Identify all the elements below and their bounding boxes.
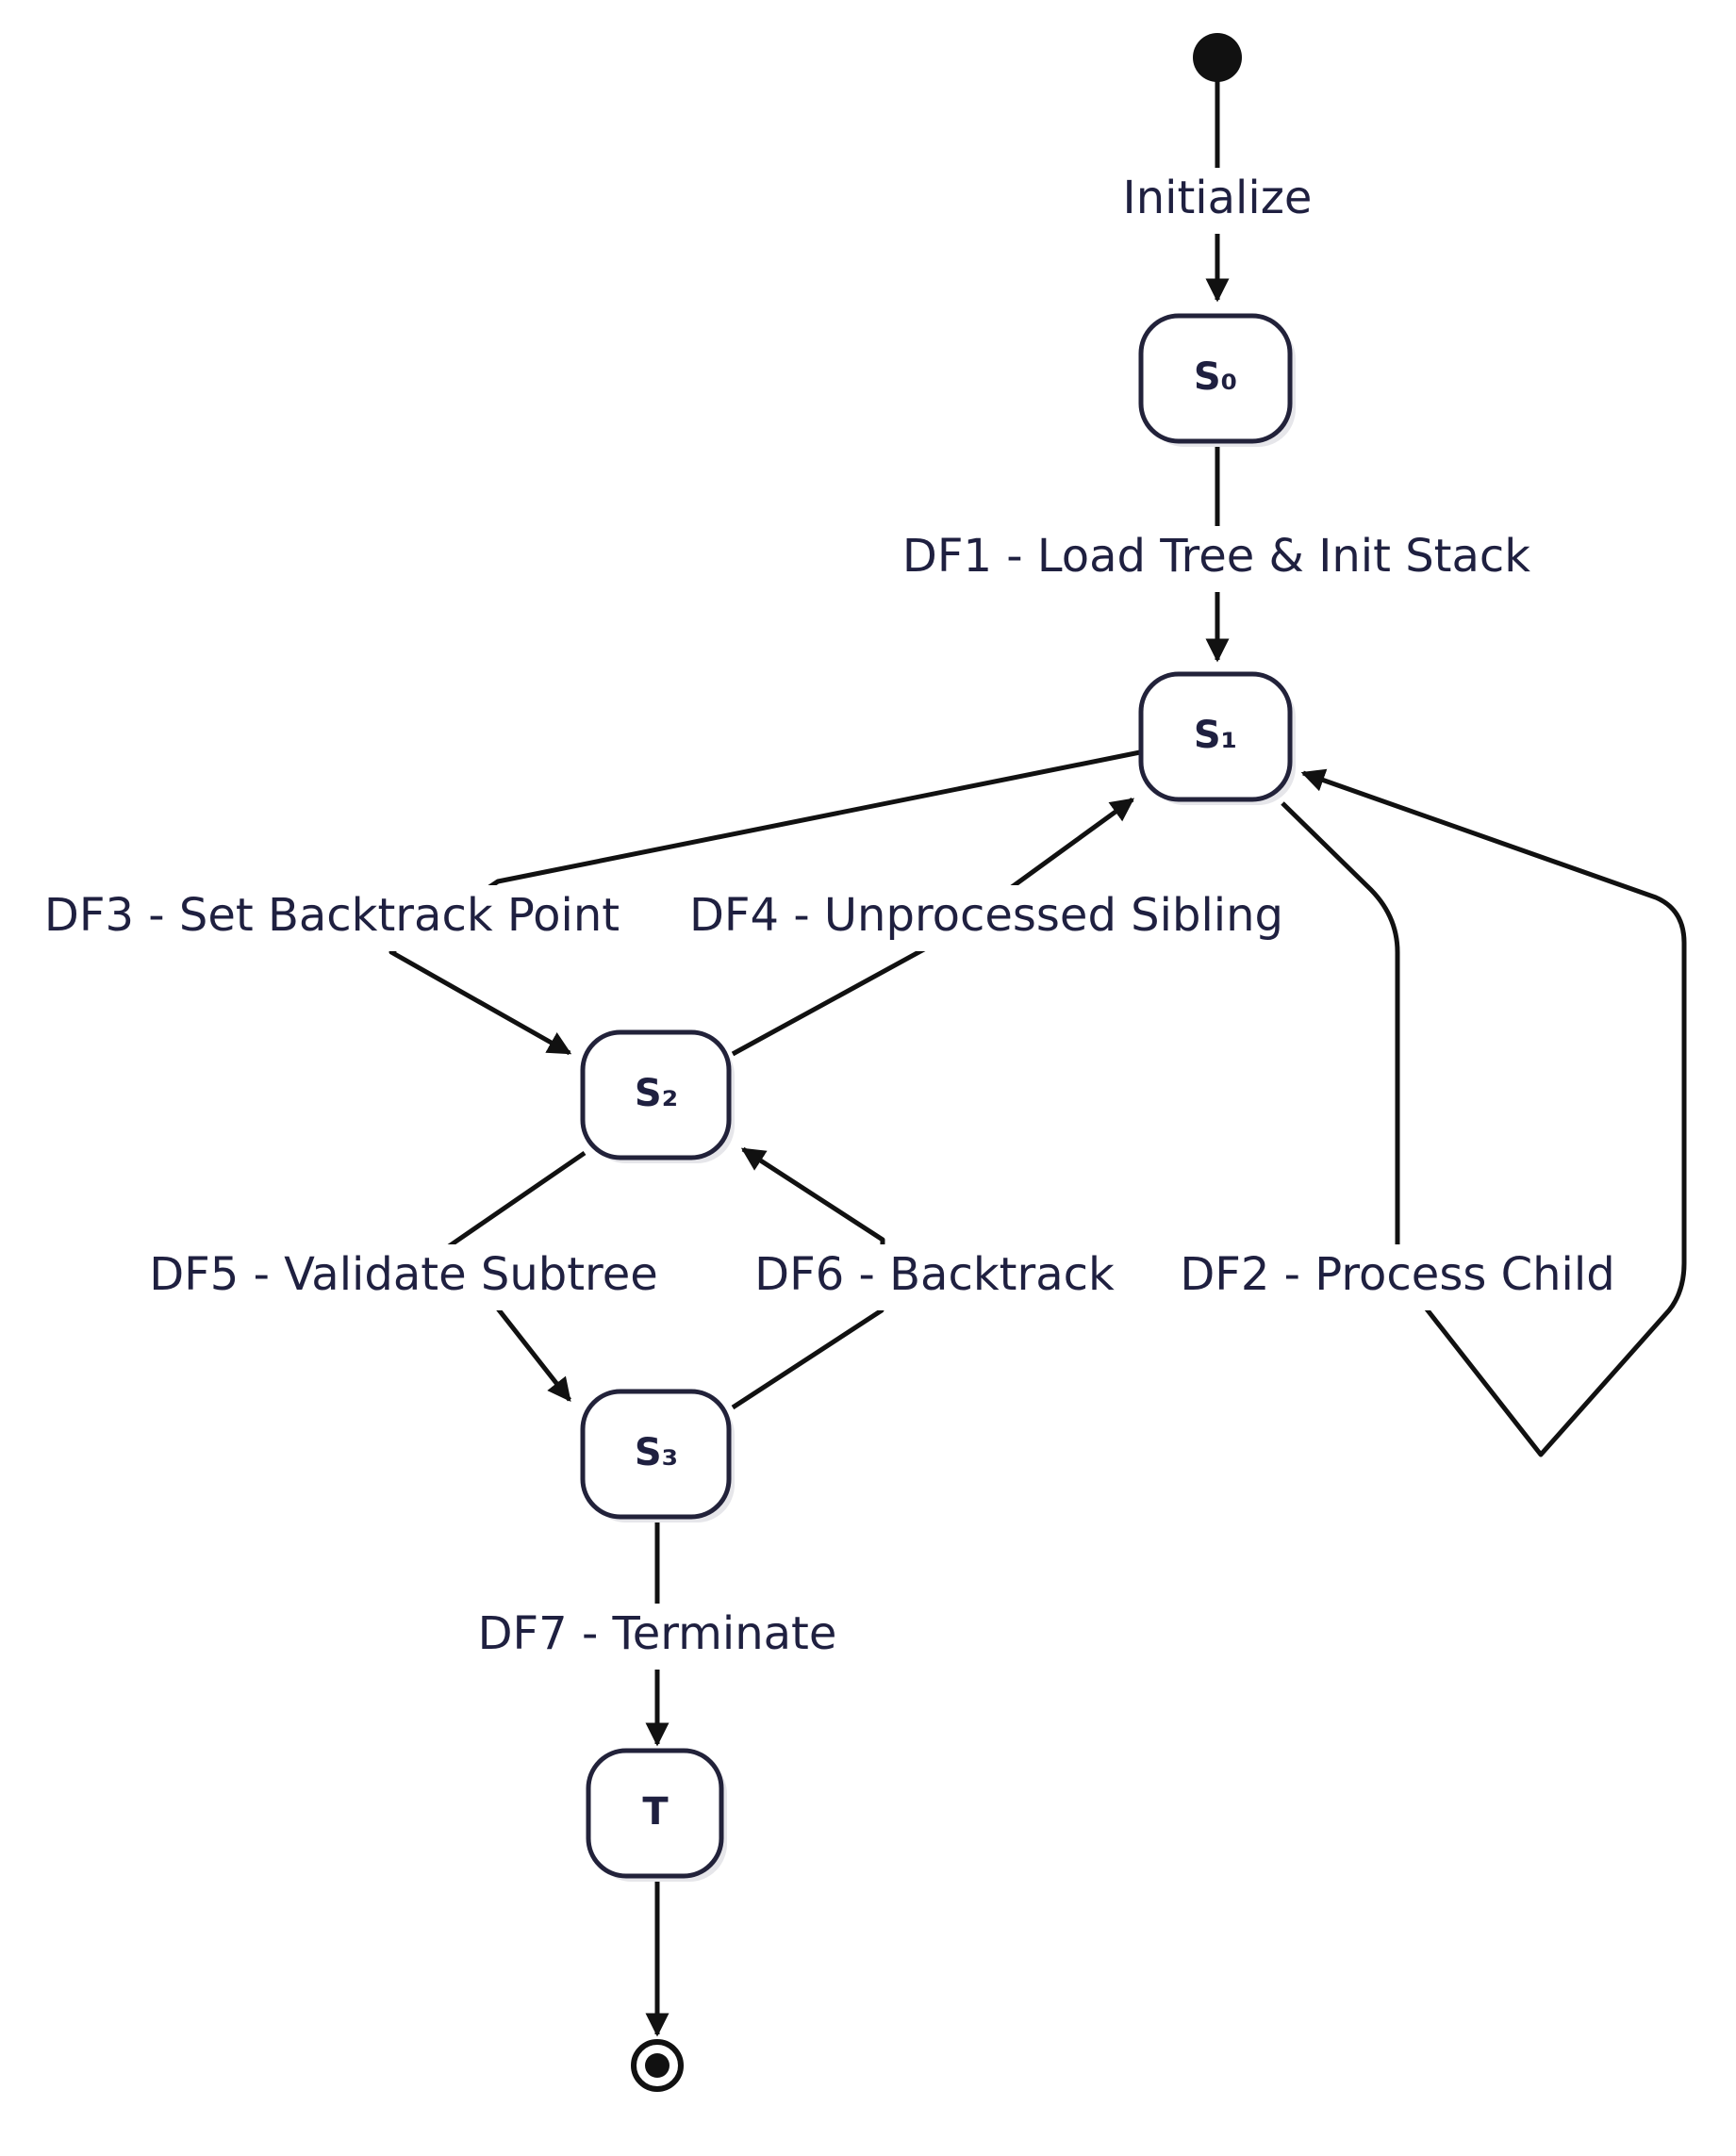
state-label-s2: S₂ bbox=[635, 1072, 678, 1115]
state-label-s0: S₀ bbox=[1194, 355, 1237, 399]
edge-labels: Initialize DF1 - Load Tree & Init Stack … bbox=[36, 168, 1618, 1670]
edge-label-df4: DF4 - Unprocessed Sibling bbox=[689, 889, 1283, 942]
state-node-s3: S₃ bbox=[580, 1389, 735, 1522]
edge-label-df7: DF7 - Terminate bbox=[478, 1607, 837, 1660]
state-node-s1: S₁ bbox=[1138, 671, 1296, 805]
state-label-s1: S₁ bbox=[1194, 714, 1237, 757]
edge-label-df5: DF5 - Validate Subtree bbox=[149, 1248, 658, 1301]
edge-label-initialize: Initialize bbox=[1123, 172, 1313, 224]
state-node-s0: S₀ bbox=[1138, 313, 1296, 447]
state-node-s2: S₂ bbox=[580, 1029, 735, 1163]
edge-label-df3: DF3 - Set Backtrack Point bbox=[44, 889, 620, 942]
edge-df2 bbox=[1281, 768, 1687, 1457]
final-state-marker bbox=[631, 2039, 684, 2092]
state-label-t: T bbox=[642, 1790, 669, 1834]
edge-label-df2: DF2 - Process Child bbox=[1180, 1248, 1614, 1301]
state-label-s3: S₃ bbox=[635, 1431, 678, 1474]
initial-state-dot bbox=[1193, 33, 1242, 82]
edge-label-df6: DF6 - Backtrack bbox=[754, 1248, 1115, 1301]
edge-label-df1: DF1 - Load Tree & Init Stack bbox=[902, 530, 1530, 583]
state-node-t: T bbox=[586, 1748, 727, 1882]
